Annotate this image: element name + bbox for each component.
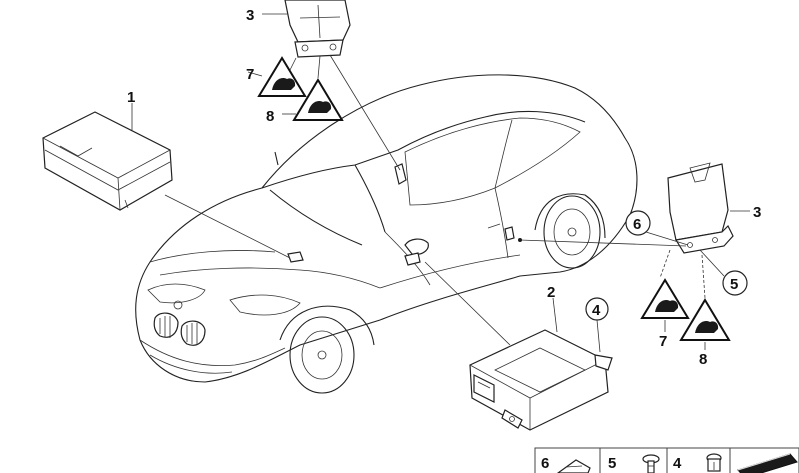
airbag-warning-triangle-icon [257,56,307,97]
callout-4: 4 [592,302,601,319]
airbag-warning-triangle-icon [292,78,344,121]
car-mounted-sensors [287,163,515,266]
clip-icon [556,459,591,473]
callout-7-top: 7 [246,66,254,83]
part-1-control-unit[interactable] [42,111,173,211]
nut-icon [706,453,722,472]
callout-8-right: 8 [699,351,707,368]
callout-7-right: 7 [659,333,667,350]
mounting-plate-icon [737,453,798,473]
hardware-legend: 6 5 4 [534,447,799,473]
center-sensor [404,252,421,266]
callout-8-top: 8 [266,108,274,125]
legend-4: 4 [673,455,682,472]
callout-6-ring [625,210,651,236]
part-2-airbag-module[interactable] [469,329,613,431]
legend-5: 5 [608,455,616,472]
legend-6: 6 [541,455,549,472]
callout-1: 1 [127,89,135,106]
front-sensor [287,251,304,263]
screw-icon [642,454,660,473]
callout-5-ring [722,270,748,296]
pillar-sensor [394,163,407,185]
airbag-warning-triangle-icon [640,278,690,319]
airbag-warning-triangle-icon [679,298,731,341]
part-3-sensor-top[interactable] [284,0,351,58]
door-sensor [504,226,515,241]
callout-2: 2 [547,284,555,301]
callout-5-right: 5 [730,276,738,293]
part-3-sensor-right[interactable] [667,162,734,254]
callout-3-right: 3 [753,204,761,221]
callout-6-right: 6 [633,216,641,233]
callout-3-top: 3 [246,7,254,24]
